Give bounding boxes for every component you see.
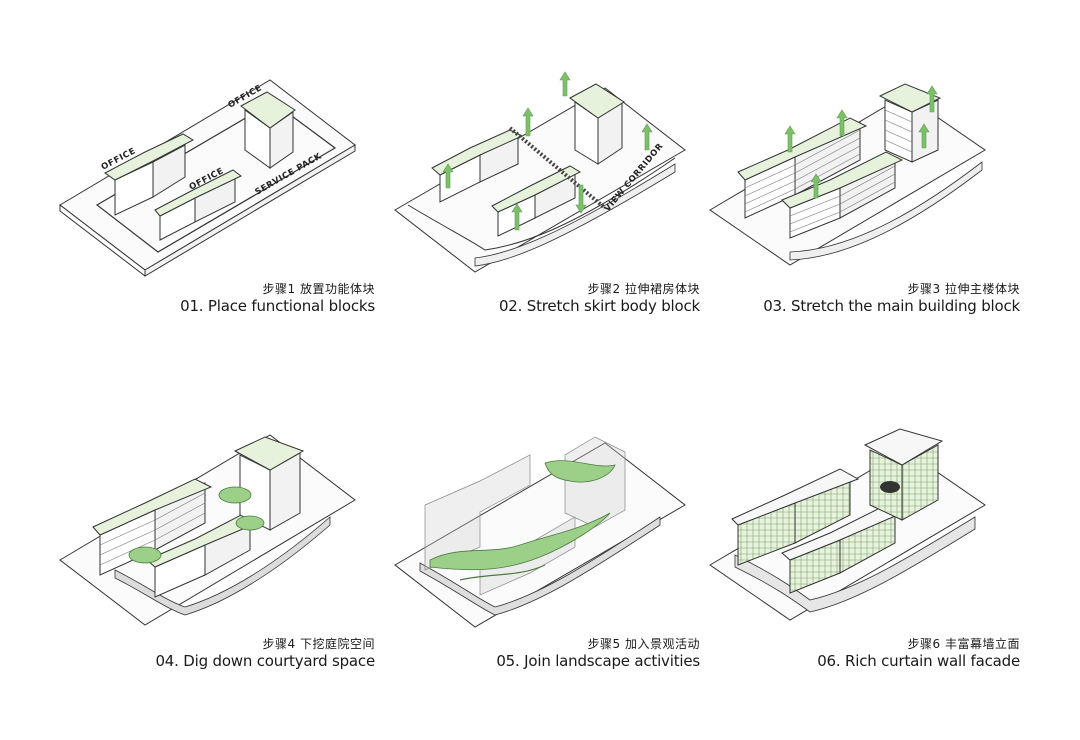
view-corridor-line [508, 126, 607, 210]
step-4-caption-en: 04. Dig down courtyard space [155, 652, 375, 670]
up-arrow-icon [836, 109, 848, 137]
up-arrow-icon [926, 85, 938, 113]
tower-a-stripes [744, 129, 861, 213]
courtyard-void [128, 546, 162, 564]
courtyard-ground [114, 516, 331, 616]
office-block-a-side2 [152, 144, 186, 198]
courtyard-void [218, 486, 252, 504]
step-3-caption-en: 03. Stretch the main building block [763, 297, 1020, 315]
up-arrow-icon [810, 173, 822, 199]
tower-c-top [878, 83, 942, 113]
main-block-a-top [92, 478, 213, 536]
step-2-caption: 步骤2 拉伸裙房体块 02. Stretch skirt body block [370, 280, 700, 320]
step-2-caption-en: 02. Stretch skirt body block [498, 297, 700, 315]
tower-b-top [781, 151, 904, 209]
landscape-trail [459, 564, 546, 581]
step-2-drawing: VIEW CORRIDOR [394, 71, 686, 273]
facade-tower-roof [863, 428, 944, 466]
plot-boundary [95, 101, 337, 253]
step-3-drawing [709, 83, 986, 266]
step-6-panel: 步骤6 丰富幕墙立面 06. Rich curtain wall facade [690, 395, 1020, 715]
step-4-caption-cn: 步骤4 下挖庭院空间 [262, 637, 375, 651]
step-5-caption-en: 05. Join landscape activities [496, 652, 700, 670]
terrain-skirt [474, 163, 676, 267]
step-6-caption-en: 06. Rich curtain wall facade [817, 652, 1020, 670]
up-arrow-icon [641, 123, 653, 151]
podium-base [734, 516, 976, 613]
skirt-block-c-top [569, 83, 625, 119]
terrain-edge [407, 157, 676, 251]
skirt-block-a-top [431, 129, 524, 176]
main-block-a-stripes [99, 492, 206, 566]
up-arrow-icon [784, 125, 796, 153]
tower-b-stripes [789, 165, 896, 233]
step-4-panel: 步骤4 下挖庭院空间 04. Dig down courtyard space [45, 395, 375, 715]
step-5-caption: 步骤5 加入景观活动 05. Join landscape activities [370, 635, 700, 675]
up-arrows [442, 71, 653, 231]
tower-c-stripes [884, 109, 913, 153]
terrain-skirt [789, 161, 983, 261]
step-1-panel: OFFICE OFFICE OFFICE SERVICE PACK 步骤1 放置… [45, 40, 375, 360]
step-1-caption-cn: 步骤1 放置功能体块 [262, 282, 375, 296]
step-5-caption-cn: 步骤5 加入景观活动 [587, 637, 700, 651]
step-6-caption: 步骤6 丰富幕墙立面 06. Rich curtain wall facade [690, 635, 1020, 675]
office-block-c-top [240, 91, 296, 129]
office-block-b-top [154, 169, 242, 217]
up-arrow-icon [511, 203, 523, 231]
down-arrow-icon [575, 184, 587, 214]
up-arrow-icon [522, 107, 534, 137]
courtyard-void [235, 515, 265, 531]
step-5-panel: 步骤5 加入景观活动 05. Join landscape activities [370, 395, 700, 715]
facade-tower-side2 [901, 444, 939, 521]
landscape-base [419, 516, 661, 616]
step-6-drawing [709, 428, 986, 621]
up-arrow-icon [559, 71, 571, 97]
office-block-a-top [104, 133, 195, 181]
step-3-caption-cn: 步骤3 拉伸主楼体块 [907, 282, 1020, 296]
step-1-caption: 步骤1 放置功能体块 01. Place functional blocks [45, 280, 375, 320]
glass-volume-c [564, 436, 626, 528]
step-2-caption-cn: 步骤2 拉伸裙房体块 [587, 282, 700, 296]
facade-block-a-roof [731, 468, 860, 526]
skirt-block-b-top [491, 165, 582, 213]
step-1-drawing: OFFICE OFFICE OFFICE SERVICE PACK [59, 79, 356, 278]
step-4-drawing [59, 434, 356, 626]
step-2-panel: VIEW CORRIDOR 步骤2 拉伸裙房体块 02. Stretch ski… [370, 40, 700, 360]
step-3-panel: 步骤3 拉伸主楼体块 03. Stretch the main building… [690, 40, 1020, 360]
main-block-c-top [233, 436, 305, 471]
landscape-roof [544, 460, 616, 483]
step-6-caption-cn: 步骤6 丰富幕墙立面 [907, 637, 1020, 651]
up-arrow-icon [442, 163, 454, 189]
up-arrows [784, 85, 938, 199]
step-5-drawing [394, 436, 686, 628]
site-edge-right [144, 144, 356, 277]
step-1-caption-en: 01. Place functional blocks [180, 297, 375, 315]
site-plate [394, 442, 686, 628]
tower-opening [880, 481, 900, 493]
landscape-path [429, 512, 611, 571]
step-3-caption: 步骤3 拉伸主楼体块 03. Stretch the main building… [690, 280, 1020, 320]
step-4-caption: 步骤4 下挖庭院空间 04. Dig down courtyard space [45, 635, 375, 675]
up-arrow-icon [918, 123, 930, 149]
